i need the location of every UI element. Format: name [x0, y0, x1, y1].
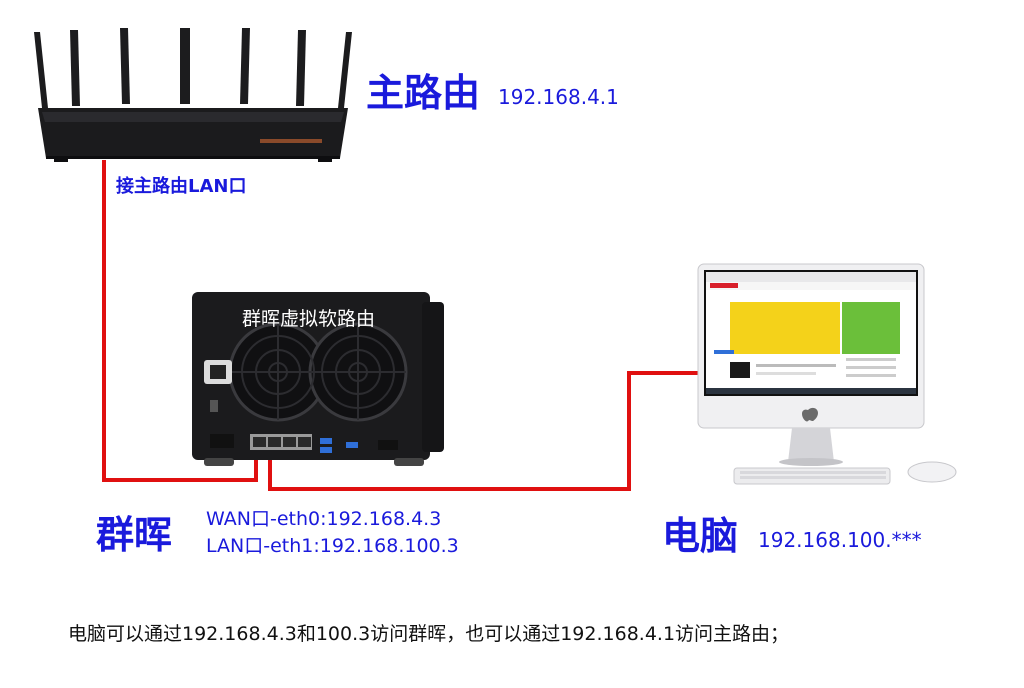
router-title: 主路由	[366, 71, 481, 115]
pc-ip: 192.168.100.***	[758, 528, 922, 552]
nas-lan-port: LAN口-eth1:192.168.100.3	[206, 535, 459, 557]
keyboard-icon	[733, 467, 891, 485]
nas-icon	[192, 292, 444, 466]
router-port-label: 接主路由LAN口	[116, 176, 247, 197]
nas-title: 群晖	[96, 513, 173, 557]
router-icon	[34, 28, 352, 162]
cable-nas-to-pc	[268, 371, 700, 491]
cable-router-to-nas	[102, 160, 258, 482]
mouse-icon	[907, 461, 957, 483]
router-ip: 192.168.4.1	[498, 85, 619, 109]
pc-title: 电脑	[662, 514, 739, 558]
desktop-computer-icon	[697, 263, 925, 466]
nas-device-label: 群晖虚拟软路由	[242, 308, 376, 330]
nas-wan-port: WAN口-eth0:192.168.4.3	[206, 508, 442, 530]
access-note: 电脑可以通过192.168.4.3和100.3访问群晖，也可以通过192.168…	[68, 623, 790, 645]
